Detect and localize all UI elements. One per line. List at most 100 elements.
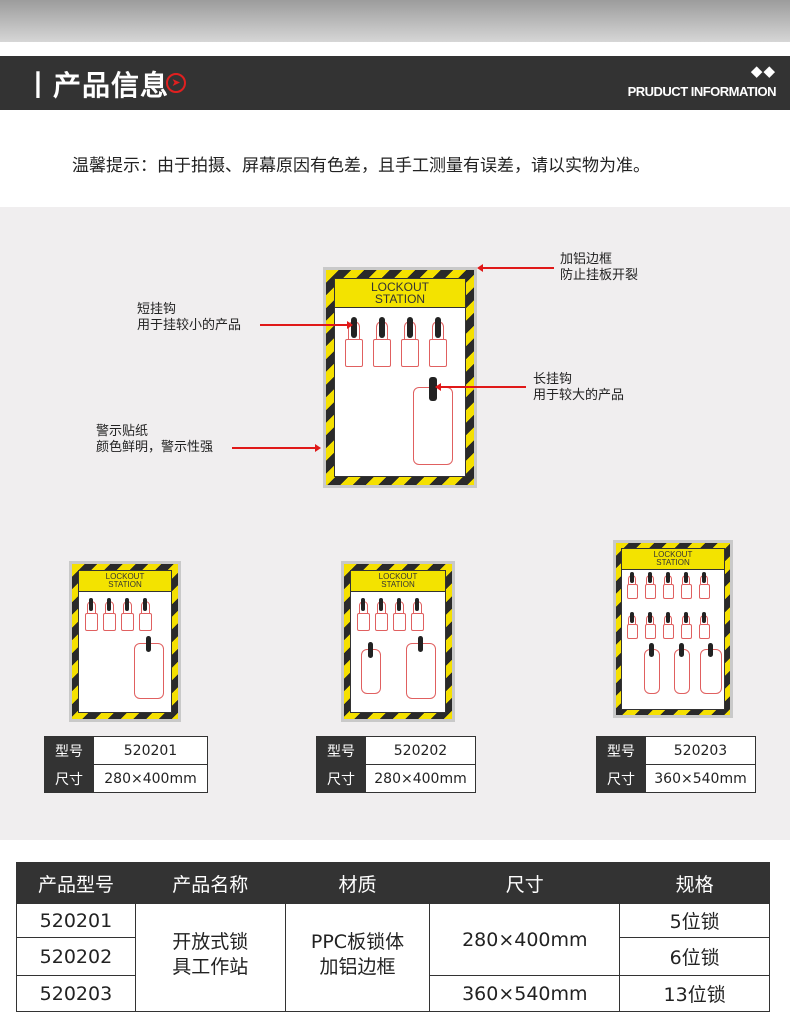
material-line: 加铝边框 [319, 956, 396, 978]
model-label: 型号 [44, 736, 94, 765]
annotation-frame: 加铝边框 防止挂板开裂 [560, 252, 638, 284]
long-hook-icon [417, 635, 424, 653]
short-hook-icon [684, 612, 689, 624]
padlock-outline [644, 624, 656, 639]
short-hook-icon [684, 572, 689, 584]
model-cell: 520203 [16, 975, 136, 1012]
short-hook-icon [379, 317, 385, 338]
short-hook-icon [630, 572, 635, 584]
short-hook-icon [378, 597, 384, 612]
annotation-title: 警示贴纸 [96, 424, 149, 439]
short-hook-icon [88, 597, 94, 612]
size-value: 280×400mm [365, 764, 476, 793]
header-material: 材质 [284, 862, 431, 904]
padlock-outline [662, 584, 674, 599]
padlock-outline [401, 339, 419, 367]
spec-cell: 6位锁 [619, 937, 770, 976]
short-hook-icon [142, 597, 148, 612]
long-hook-icon [679, 642, 685, 658]
padlock-outline [374, 612, 388, 631]
long-hook-icon [649, 642, 655, 658]
long-hook-icon [429, 377, 437, 401]
spec-cell: 5位锁 [619, 903, 770, 938]
board-title-line: STATION [381, 579, 415, 589]
header-spec: 规格 [619, 862, 770, 904]
arrow-long-hook [435, 383, 526, 391]
name-line: 开放式锁 [172, 931, 249, 953]
annotation-text: 用于较大的产品 [533, 388, 625, 403]
arrow-sticker [232, 444, 321, 452]
header-size: 尺寸 [429, 862, 621, 904]
board-title-line: STATION [108, 579, 142, 589]
diamond-icon: ◆◆ [750, 62, 776, 80]
spec-table: 产品型号 产品名称 材质 尺寸 规格 520201 开放式锁具工作站 PPC板锁… [16, 862, 770, 1012]
short-hook-icon [435, 317, 441, 338]
annotation-text: 防止挂板开裂 [560, 268, 639, 283]
model-label: 型号 [596, 736, 646, 765]
padlock-outline [410, 612, 424, 631]
padlock-outline [373, 339, 391, 367]
section-header: 丨产品信息 ➤ ◆◆ PRUDUCT INFORMATION [0, 56, 790, 110]
short-hook-icon [351, 317, 357, 338]
model-value: 520203 [645, 736, 756, 765]
padlock-outline [698, 584, 710, 599]
padlock-outline [680, 624, 692, 639]
short-hook-icon [124, 597, 130, 612]
short-hook-icon [407, 317, 413, 338]
padlock-outline [356, 612, 370, 631]
short-hook-icon [630, 612, 635, 624]
padlock-outline [120, 612, 134, 631]
padlock-outline [662, 624, 674, 639]
padlock-outline [680, 584, 692, 599]
header-name: 产品名称 [134, 862, 286, 904]
short-hook-icon [666, 612, 671, 624]
annotation-title: 短挂钩 [137, 302, 177, 317]
short-hook-icon [396, 597, 402, 612]
model-cell: 520201 [16, 903, 136, 938]
size-label: 尺寸 [596, 764, 646, 793]
annotation-text: 用于挂较小的产品 [137, 318, 242, 333]
short-hook-icon [360, 597, 366, 612]
board-title-line: LOCKOUT [105, 571, 145, 581]
short-hook-icon [414, 597, 420, 612]
header-model: 产品型号 [16, 862, 136, 904]
long-hook-icon [145, 635, 152, 653]
padlock-outline [84, 612, 98, 631]
annotation-text: 颜色鲜明，警示性强 [96, 440, 214, 455]
size-cell: 280×400mm [429, 903, 621, 976]
size-cell: 360×540mm [429, 975, 621, 1012]
name-cell: 开放式锁具工作站 [134, 903, 286, 1012]
short-hook-icon [702, 572, 707, 584]
annotation-long-hook: 长挂钩 用于较大的产品 [533, 372, 624, 404]
annotation-sticker: 警示贴纸 颜色鲜明，警示性强 [96, 424, 213, 456]
top-banner [0, 0, 790, 42]
short-hook-icon [106, 597, 112, 612]
arrow-circle-icon: ➤ [166, 73, 186, 93]
board-title-line: STATION [374, 292, 426, 306]
section-subtitle: PRUDUCT INFORMATION [627, 84, 777, 99]
padlock-outline [102, 612, 116, 631]
arrow-frame [477, 264, 554, 272]
short-hook-icon [666, 572, 671, 584]
padlock-outline [644, 584, 656, 599]
size-value: 360×540mm [645, 764, 756, 793]
arrow-short-hook [260, 321, 353, 329]
model-value: 520202 [365, 736, 476, 765]
material-line: PPC板锁体 [310, 931, 405, 953]
padlock-outline [429, 339, 447, 367]
